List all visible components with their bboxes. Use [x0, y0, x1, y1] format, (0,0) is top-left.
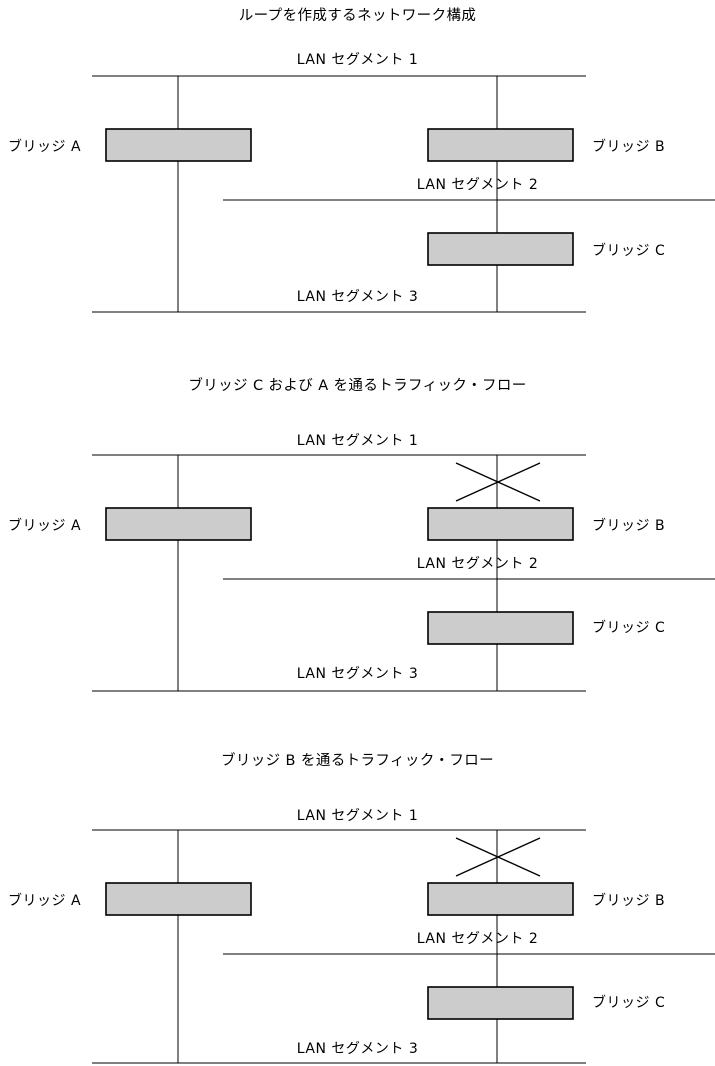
- figure-3-blocked-link-x-icon: [455, 837, 541, 877]
- figure-1-bridge-b-box: [427, 128, 574, 162]
- figure-2-bridge-a-box: [105, 507, 252, 541]
- figure-1-segment-2-label: LAN セグメント 2: [416, 177, 539, 193]
- figure-2-segment-3-label: LAN セグメント 3: [296, 666, 419, 682]
- figure-3-bridge-b-box: [427, 882, 574, 916]
- figure-2-title: ブリッジ C および A を通るトラフィック・フロー: [188, 378, 527, 394]
- figure-1-bridge-a-label: ブリッジ A: [8, 139, 82, 155]
- figure-3-bridge-b-label: ブリッジ B: [592, 893, 666, 909]
- figure-2-segment-1-label: LAN セグメント 1: [296, 433, 419, 449]
- figure-2-bridge-b-label: ブリッジ B: [592, 518, 666, 534]
- figure-3-segment-2-label: LAN セグメント 2: [416, 931, 539, 947]
- figure-3-bridge-a-label: ブリッジ A: [8, 893, 82, 909]
- figure-3-bridge-c-label: ブリッジ C: [592, 995, 666, 1011]
- figure-2-blocked-link-x-icon: [455, 462, 541, 502]
- figure-2-segment-2-label: LAN セグメント 2: [416, 556, 539, 572]
- figure-1-bridge-b-label: ブリッジ B: [592, 139, 666, 155]
- figure-1-wiring: [92, 75, 715, 313]
- figure-1-bridge-c-box: [427, 232, 574, 266]
- figure-3-bridge-a-box: [105, 882, 252, 916]
- figure-1-segment-3-label: LAN セグメント 3: [296, 289, 419, 305]
- figure-3: ブリッジ B を通るトラフィック・フロー LAN セグメント 1 LAN セグメ…: [0, 730, 715, 1066]
- figure-1-segment-1-label: LAN セグメント 1: [296, 52, 419, 68]
- figure-3-wiring: [92, 829, 715, 1064]
- figure-3-title: ブリッジ B を通るトラフィック・フロー: [220, 753, 495, 769]
- figure-2-bridge-b-box: [427, 507, 574, 541]
- figure-2-bridge-a-label: ブリッジ A: [8, 518, 82, 534]
- figure-1-bridge-c-label: ブリッジ C: [592, 243, 666, 259]
- figure-3-segment-1-label: LAN セグメント 1: [296, 808, 419, 824]
- figure-3-bridge-c-box: [427, 986, 574, 1020]
- figure-2-bridge-c-box: [427, 611, 574, 645]
- figure-1: ループを作成するネットワーク構成 LAN セグメント 1 LAN セグメント 2…: [0, 0, 715, 340]
- figure-1-title: ループを作成するネットワーク構成: [238, 8, 477, 24]
- figure-3-segment-3-label: LAN セグメント 3: [296, 1041, 419, 1057]
- figure-1-bridge-a-box: [105, 128, 252, 162]
- figure-2: ブリッジ C および A を通るトラフィック・フロー LAN セグメント 1 L…: [0, 355, 715, 715]
- figure-2-wiring: [92, 454, 715, 692]
- figure-2-bridge-c-label: ブリッジ C: [592, 620, 666, 636]
